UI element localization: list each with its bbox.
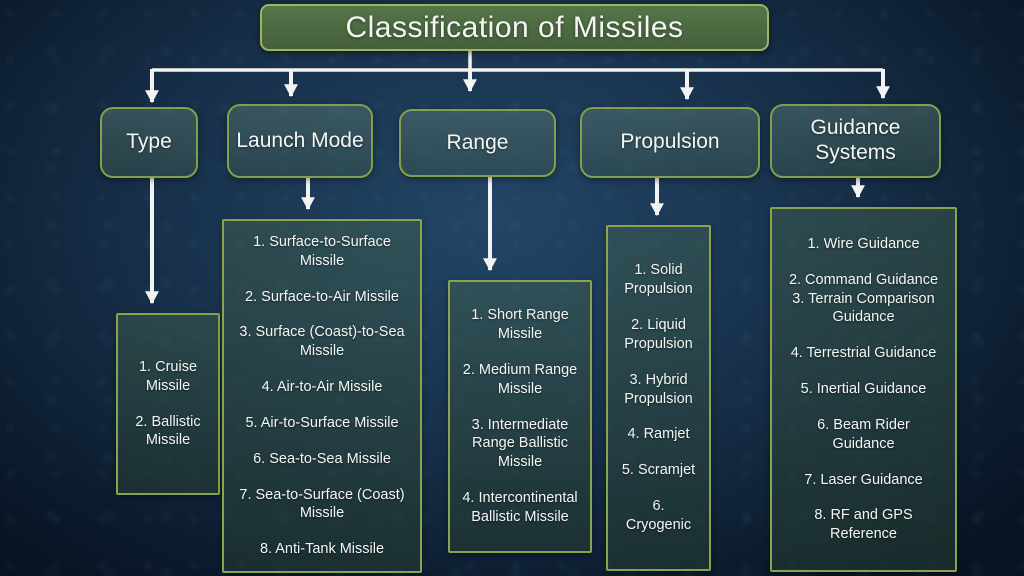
category-box-guidance-systems: Guidance Systems [770,104,941,178]
category-box-range: Range [399,109,556,177]
category-box-propulsion: Propulsion [580,107,760,178]
list-item: 3. Terrain Comparison Guidance [792,290,935,326]
list-item: 6. Beam Rider Guidance [817,416,910,452]
list-item: 2. Surface-to-Air Missile [245,288,399,305]
list-item: 3. Intermediate Range Ballistic Missile [471,416,569,471]
category-box-type: Type [100,107,198,178]
list-item: 3. Surface (Coast)-to-Sea Missile [239,324,405,360]
list-item: 7. Laser Guidance [804,471,923,488]
category-box-launch-mode: Launch Mode [227,104,373,178]
page-title: Classification of Missiles [345,10,684,44]
list-item: 4. Air-to-Air Missile [261,379,383,396]
list-box-propulsion: 1. Solid Propulsion 2. Liquid Propulsion… [606,225,711,571]
list-item: 6. Sea-to-Sea Missile [253,450,391,467]
category-label: Type [126,130,172,154]
list-item: 1. Solid Propulsion [624,262,693,298]
list-box-launch-mode: 1. Surface-to-Surface Missile 2. Surface… [222,219,422,573]
list-item: 2. Liquid Propulsion [624,316,693,352]
list-item: 8. Anti-Tank Missile [259,541,385,558]
list-item: 1. Cruise Missile [138,358,198,394]
list-item: 4. Terrestrial Guidance [790,345,937,362]
category-label: Launch Mode [236,128,364,152]
category-label: Propulsion [620,130,720,154]
list-item: 1. Surface-to-Surface Missile [253,233,391,269]
category-label: Range [446,130,509,154]
list-item: 1. Wire Guidance [807,235,920,252]
list-item: 6. Cryogenic [625,498,692,533]
list-item: 2. Command Guidance [788,271,939,288]
list-item: 3. Hybrid Propulsion [624,371,693,407]
list-box-range: 1. Short Range Missile 2. Medium Range M… [448,280,592,553]
list-item: 4. Ramjet [627,426,690,443]
category-label: Guidance Systems [810,116,901,164]
list-box-guidance-systems: 1. Wire Guidance 2. Command Guidance 3. … [770,207,957,572]
list-item: 1. Short Range Missile [471,307,569,343]
list-item: 5. Scramjet [621,462,696,479]
list-box-type: 1. Cruise Missile 2. Ballistic Missile [116,313,220,495]
list-item: 7. Sea-to-Surface (Coast) Missile [239,486,405,522]
list-item: 2. Medium Range Missile [462,361,578,397]
list-item: 2. Ballistic Missile [135,413,201,449]
list-item: 5. Inertial Guidance [800,381,927,398]
title-box: Classification of Missiles [260,4,769,51]
list-item: 8. RF and GPS Reference [814,507,913,543]
list-item: 5. Air-to-Surface Missile [245,414,399,431]
list-item: 4. Intercontinental Ballistic Missile [462,490,578,525]
